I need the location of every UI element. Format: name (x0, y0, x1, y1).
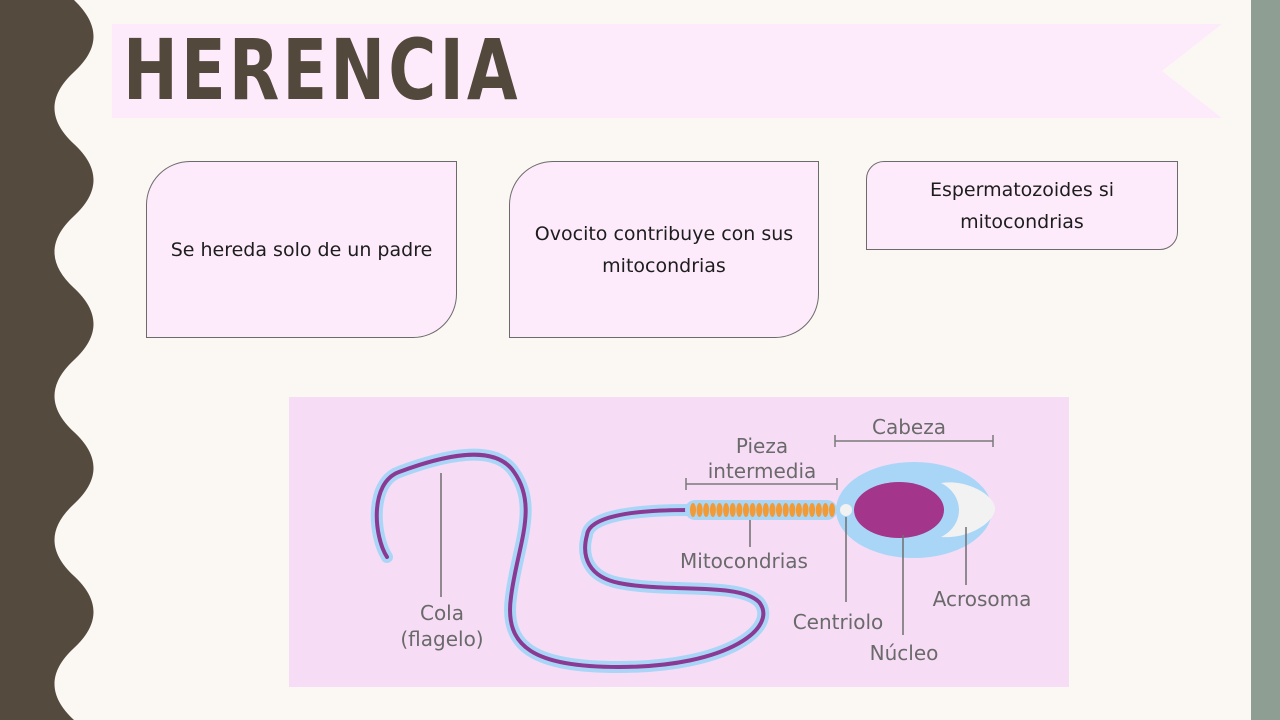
mitochondrion (809, 503, 816, 517)
mitochondrion (729, 503, 736, 517)
wavy-left-band (0, 0, 94, 720)
bracket-cabeza (834, 435, 994, 447)
mitochondrion (802, 503, 809, 517)
mitochondrion (815, 503, 822, 517)
mitochondrion (709, 503, 716, 517)
title-banner (112, 24, 1222, 118)
flagellum (370, 448, 770, 673)
label-flagelo: (flagelo) (400, 627, 483, 651)
slide-title: HERENCIA (123, 21, 521, 119)
label-intermedia: intermedia (708, 459, 817, 483)
label-cabeza: Cabeza (872, 415, 946, 439)
flagellum-core (374, 452, 766, 669)
mitochondrion (743, 503, 749, 517)
info-box-ovocito-text: Ovocito contribuye con sus mitocondrias (534, 222, 794, 277)
mitochondrion (762, 503, 769, 517)
label-centriolo: Centriolo (793, 610, 884, 634)
mitochondrion (776, 503, 782, 517)
info-box-espermatozoides: Espermatozoides si mitocondrias (866, 161, 1178, 250)
info-box-espermatozoides-text: Espermatozoides si mitocondrias (929, 178, 1115, 233)
label-mitocondrias: Mitocondrias (680, 549, 808, 573)
info-box-padre: Se hereda solo de un padre (146, 161, 457, 338)
mitochondrion (795, 503, 802, 517)
label-cola: Cola (420, 601, 464, 625)
mitochondrion (723, 503, 730, 517)
mitochondrion (822, 503, 829, 517)
info-box-ovocito: Ovocito contribuye con sus mitocondrias (509, 161, 819, 338)
mitochondrion (756, 503, 763, 517)
mitochondrion (789, 503, 796, 517)
mitochondria-chain (690, 503, 835, 517)
mitochondrion (769, 503, 776, 517)
label-pieza: Pieza (736, 434, 788, 458)
info-box-padre-text: Se hereda solo de un padre (170, 238, 433, 261)
mitochondrion (716, 503, 723, 517)
mitochondrion (749, 503, 756, 517)
sperm-diagram: Cabeza Pieza intermedia Mitocondrias Cen… (370, 415, 1032, 673)
mitochondrion (696, 503, 703, 517)
mitochondrion (829, 503, 835, 517)
label-nucleo: Núcleo (870, 641, 939, 665)
mitochondrion (703, 503, 710, 517)
label-acrosoma: Acrosoma (933, 587, 1032, 611)
mitochondrion (736, 503, 743, 517)
bracket-pieza-intermedia (685, 478, 838, 490)
mitochondrion (690, 503, 696, 517)
centriole (838, 502, 854, 518)
leader-lines (440, 473, 967, 635)
acrosome (941, 482, 996, 538)
mitochondrion (782, 503, 789, 517)
nucleus (854, 482, 944, 538)
right-accent-bar (1251, 0, 1280, 720)
